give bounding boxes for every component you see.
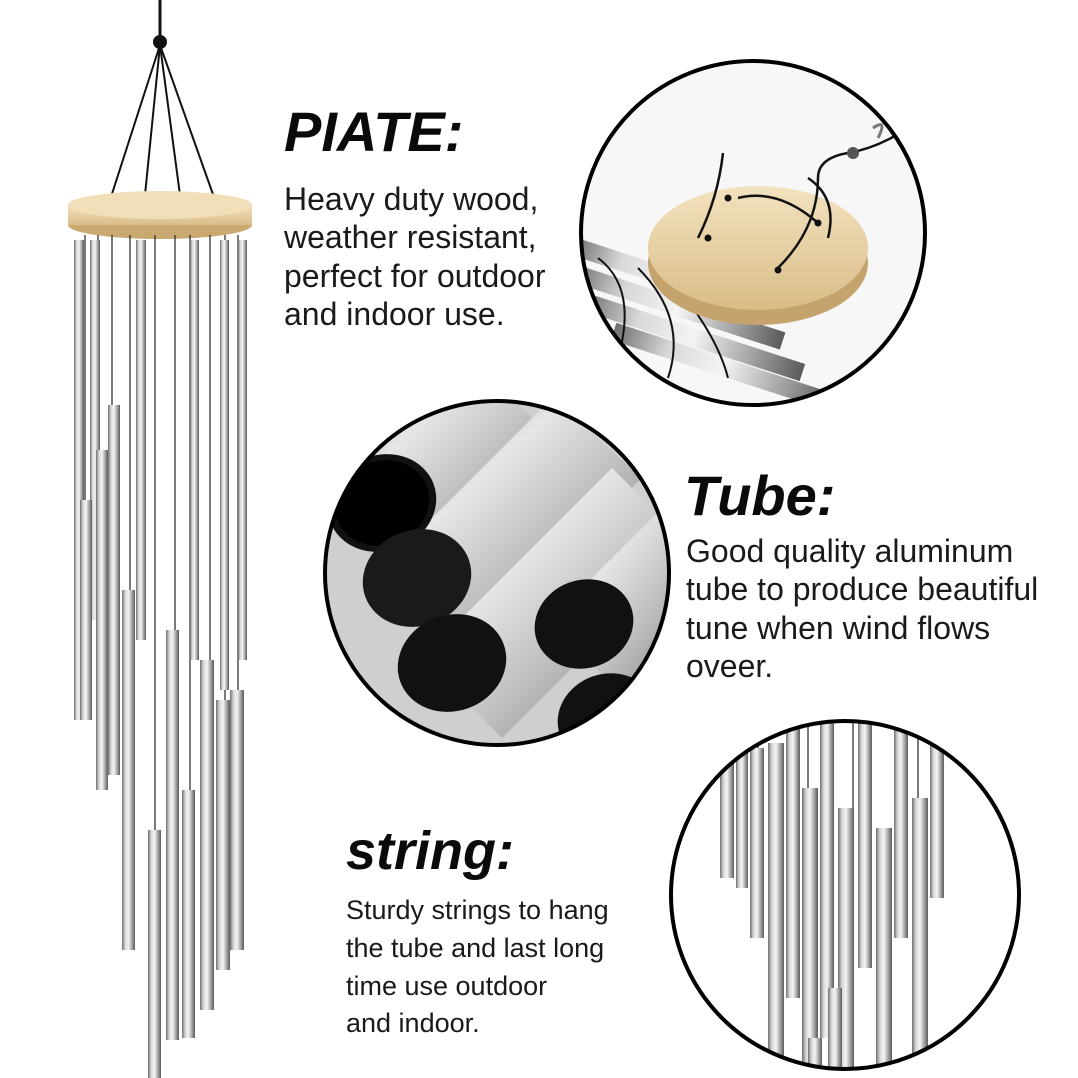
string-description: Sturdy strings to hang the tube and last… [346,892,609,1043]
string-line-1: Sturdy strings to hang [346,895,609,925]
tube-description: Good quality aluminum tube to produce be… [686,532,1078,686]
string-line-3: time use outdoor [346,970,548,1001]
tube-line-4: oveer. [686,648,774,685]
aluminum-tube-closeup [322,398,672,748]
string-line-4: and indoor. [346,1008,480,1039]
plate-heading: PIATE: [284,100,464,163]
hanging-tubes-closeup [668,718,1022,1072]
plate-line-3: perfect for outdoor [284,257,546,294]
wind-chime-photo [60,0,260,1078]
plate-description: Heavy duty wood, weather resistant, perf… [284,180,545,334]
string-heading: string: [346,821,514,881]
tube-heading: Tube: [684,464,836,527]
tube-line-2: tube to produce beautiful [686,571,1039,608]
string-line-2: the tube and last long [346,932,605,963]
plate-line-4: and indoor use. [284,296,505,333]
tube-line-1: Good quality aluminum [686,533,1014,569]
wooden-plate-closeup [578,58,928,408]
plate-line-1: Heavy duty wood, [284,181,539,217]
tube-line-3: tune when wind flows [686,609,991,646]
plate-line-2: weather resistant, [284,219,537,256]
